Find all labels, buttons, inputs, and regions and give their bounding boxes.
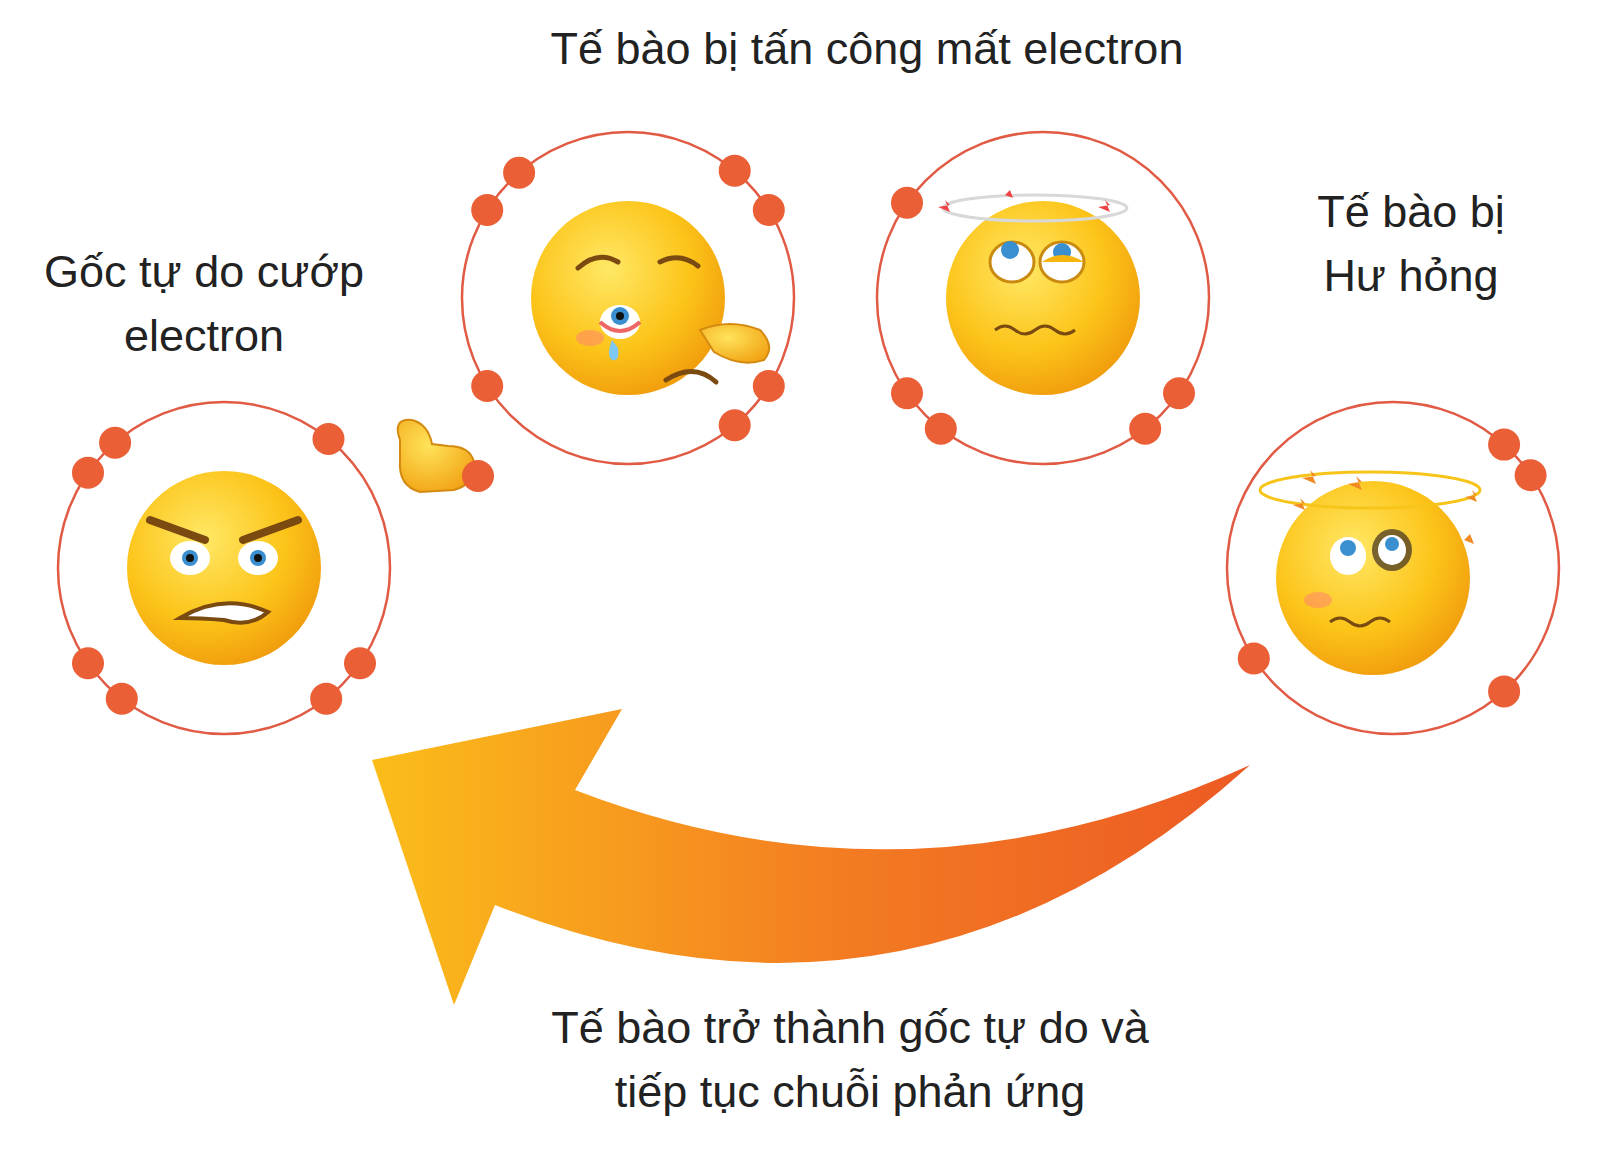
electron [753,370,785,402]
electron [719,409,751,441]
electron [72,647,104,679]
group-label: Tế bào bị tấn công mất electron [467,17,1267,81]
electron [503,157,535,189]
electron [72,457,104,489]
electron [471,370,503,402]
electron [1163,377,1195,409]
electron [1129,413,1161,445]
electron [471,194,503,226]
electron [106,683,138,715]
atom-group: Tế bào bị Hư hỏng [1215,180,1585,780]
electron [344,647,376,679]
electron [1515,459,1547,491]
electron [891,377,923,409]
atom-group: Gốc tự do cướp electron [40,240,410,740]
knocked-out-face [1260,470,1480,675]
node-heading: Tế bào bị Hư hỏng [1286,180,1536,308]
electron [99,427,131,459]
electron [1488,675,1520,707]
dizzy-face [938,190,1140,395]
node-heading: Gốc tự do cướp electron [34,240,374,368]
electron [925,413,957,445]
angry-face [127,471,321,665]
electrons [72,155,1547,715]
grabbing-hand [398,420,494,492]
crying-face [531,201,769,395]
electron [310,683,342,715]
electron [1488,429,1520,461]
electron [313,423,345,455]
electron [891,187,923,219]
electron [1238,642,1270,674]
edge-label: Tế bào trở thành gốc tự do và tiếp tục c… [510,996,1190,1124]
electron [753,194,785,226]
curved-arrow [372,709,1250,1005]
electron [719,155,751,187]
orbit [58,132,1559,734]
